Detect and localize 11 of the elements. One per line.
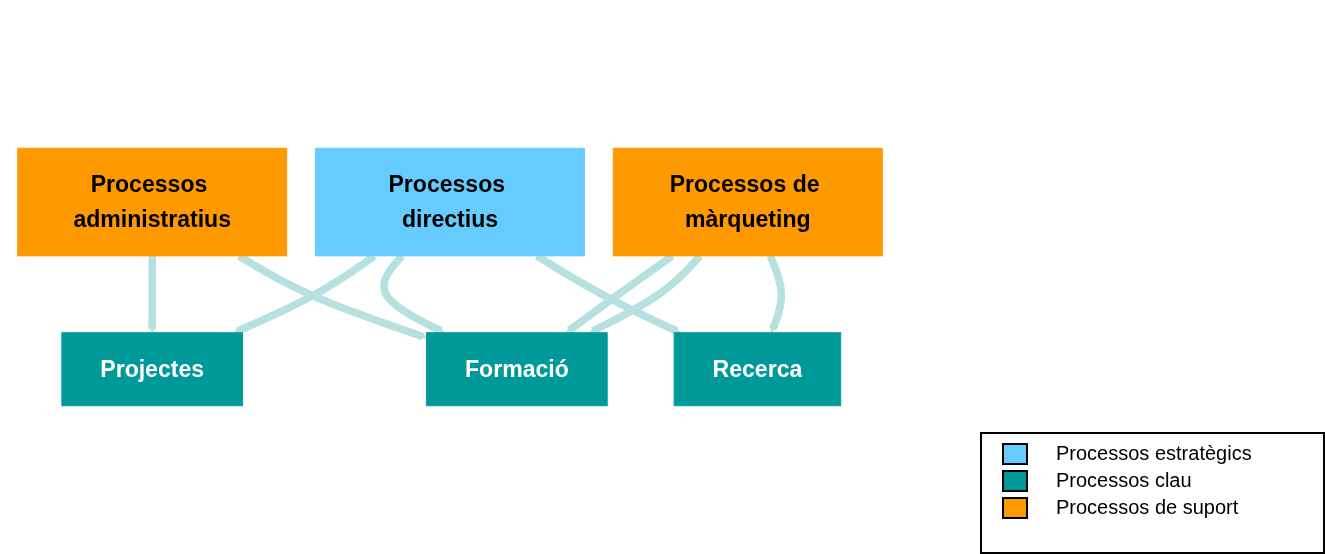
node-box: Projectes — [61, 332, 243, 407]
node-box: Recerca — [673, 332, 842, 407]
node-box: Processos de màrqueting — [612, 147, 883, 257]
legend-label: Processos clau — [1056, 469, 1192, 492]
node-box: Formació — [426, 332, 608, 407]
node-box: Processos administratius — [17, 147, 288, 257]
legend-label: Processos de suport — [1056, 496, 1239, 519]
legend-label: Processos estratègics — [1056, 442, 1252, 465]
node-box: Processos directius — [315, 147, 585, 257]
arrow — [147, 255, 157, 334]
arrow — [766, 254, 786, 334]
